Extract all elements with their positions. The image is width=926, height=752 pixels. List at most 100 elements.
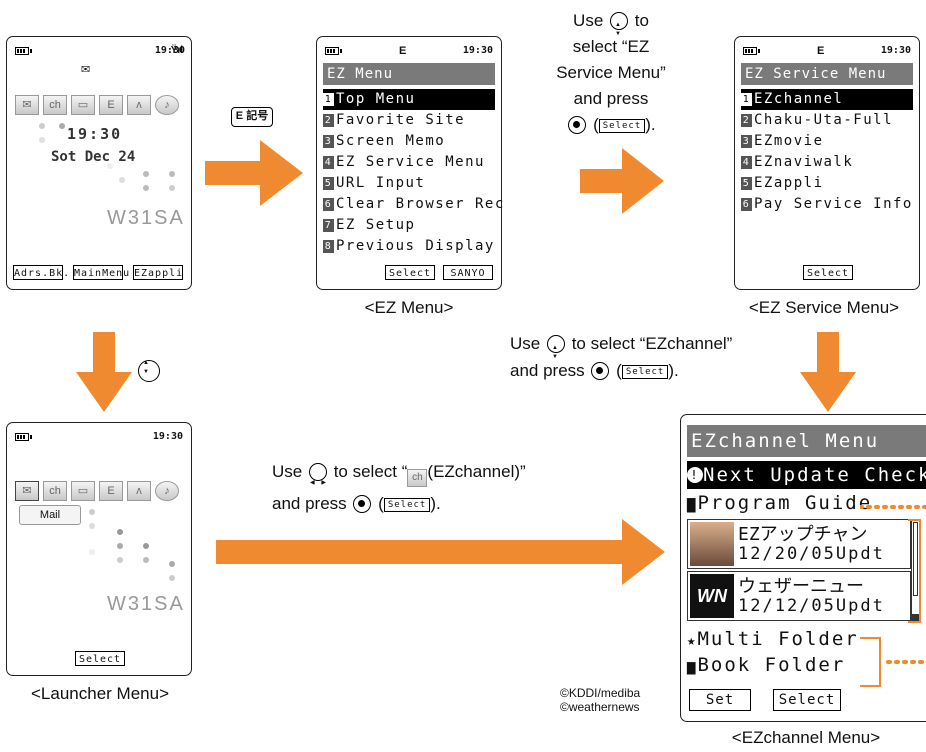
softkey-select[interactable]: Select: [773, 689, 841, 711]
instr-text: ).: [430, 494, 441, 513]
alert-icon: !: [687, 467, 703, 483]
center-key-icon: [568, 116, 587, 134]
standby-clock: 19:30: [67, 125, 123, 143]
softkey-select[interactable]: Select: [803, 265, 853, 280]
ez-status-icon: E: [817, 45, 825, 57]
menu-number-icon: 8: [323, 240, 334, 253]
select-key-icon: Select: [621, 365, 669, 379]
program-guide-label: Program Guide: [697, 492, 873, 514]
brand-logo: W31SA: [107, 593, 185, 615]
standby-screen: Ÿıl 19:30 ✉ ✉ ch ▭ E ᴧ ♪ 19:30 Sot Dec 2…: [6, 36, 192, 290]
menu-number-icon: 7: [323, 219, 334, 232]
menu-item-label: Screen Memo: [336, 133, 446, 149]
arrow-right-icon: [205, 140, 303, 206]
instr-text: Use: [573, 11, 604, 30]
ez-icon: E: [99, 95, 123, 115]
book-folder-icon: ▆: [687, 659, 698, 675]
softkey-select[interactable]: Select: [75, 651, 125, 666]
channel-thumbnail-icon: [690, 522, 734, 566]
instr-text: (: [616, 361, 622, 380]
softkey-address-book[interactable]: Adrs.Bk.: [13, 265, 69, 280]
updown-key-icon: [546, 335, 565, 371]
camera-icon[interactable]: ▭: [71, 481, 95, 501]
tooltip-text: Mail: [39, 509, 61, 521]
softkey-main-menu[interactable]: MainMenu: [73, 265, 129, 280]
arrow-right-icon: [580, 148, 664, 214]
status-bar: Ÿıl 19:30: [15, 45, 185, 59]
status-bar: E 19:30: [743, 45, 911, 59]
instr-text: Service Menu”: [556, 63, 666, 82]
book-icon: ▇: [687, 497, 698, 513]
weathernews-logo-icon: WN: [690, 574, 734, 618]
instr-text: to select “EZchannel”: [571, 334, 733, 353]
menu-item-label: Pay Service Info: [754, 196, 913, 212]
menu-item-label: EZ Service Menu: [336, 154, 485, 170]
instr-text: ).: [668, 361, 679, 380]
multi-folder[interactable]: ★Multi Folder: [687, 627, 920, 651]
instr-text: and press: [573, 89, 649, 108]
center-key-icon: [353, 495, 372, 513]
channel-item[interactable]: EZアップチャン 12/20/05Updt: [687, 519, 911, 569]
mail-icon: ✉: [15, 95, 39, 115]
ezchannel-title: EZchannel Menu: [687, 425, 926, 457]
menu-item-label: Top Menu: [336, 91, 416, 107]
menu-item-label: EZmovie: [754, 133, 824, 149]
menu-number-icon: 3: [741, 135, 752, 148]
softkey-sanyo[interactable]: SANYO: [443, 265, 493, 280]
arrow-down-icon: [800, 332, 856, 412]
channel-name: ウェザーニュー: [738, 576, 864, 597]
battery-icon: [325, 47, 342, 55]
menu-number-icon: 3: [323, 135, 334, 148]
menu-item-label: Chaku-Uta-Full: [754, 112, 894, 128]
softkey-select[interactable]: Select: [385, 265, 435, 280]
menu-item-label: URL Input: [336, 175, 426, 191]
instr-text: to: [634, 11, 649, 30]
softkey-ezappli[interactable]: EZappli: [133, 265, 183, 280]
ez-icon[interactable]: E: [99, 481, 123, 501]
program-guide[interactable]: ▇Program Guide: [687, 491, 920, 515]
next-update-check[interactable]: !Next Update Check: [687, 461, 926, 489]
logo-text: WN: [697, 586, 727, 606]
mail-icon[interactable]: ✉: [15, 481, 39, 501]
channel-item[interactable]: WN ウェザーニュー 12/12/05Updt: [687, 571, 911, 621]
ez-key-label: E 記号: [235, 110, 269, 122]
instr-text: select “EZ: [572, 37, 650, 56]
instr-text: and press: [510, 361, 585, 380]
instr-text: and press: [272, 494, 347, 513]
book-folder[interactable]: ▆Book Folder: [687, 653, 920, 677]
select-key-icon: Select: [383, 498, 431, 512]
music-icon[interactable]: ♪: [155, 481, 179, 501]
launcher-menu-screen: 19:30 ✉ ch ▭ E ᴧ ♪ Mail W31SA Select: [6, 422, 192, 676]
instr-text: (: [378, 494, 384, 513]
status-bar: E 19:30: [325, 45, 493, 59]
instruction-select-service: Use to select “EZ Service Menu” and pres…: [536, 8, 686, 138]
standby-date: Sot Dec 24: [51, 149, 136, 165]
channel-date: 12/12/05Updt: [738, 596, 885, 616]
ezchannel-icon[interactable]: ch: [43, 481, 67, 501]
battery-icon: [15, 47, 32, 55]
arrow-down-icon: [76, 332, 132, 412]
center-key-icon: [591, 362, 610, 380]
menu-number-icon: 4: [741, 156, 752, 169]
instr-text: ).: [645, 115, 656, 134]
softkey-set[interactable]: Set: [689, 689, 751, 711]
menu-number-icon: 2: [741, 114, 752, 127]
status-time: 19:30: [154, 45, 185, 56]
menu-number-icon: 1: [741, 93, 752, 106]
ez-service-caption: <EZ Service Menu>: [748, 298, 900, 317]
tools-icon[interactable]: ᴧ: [127, 481, 151, 501]
